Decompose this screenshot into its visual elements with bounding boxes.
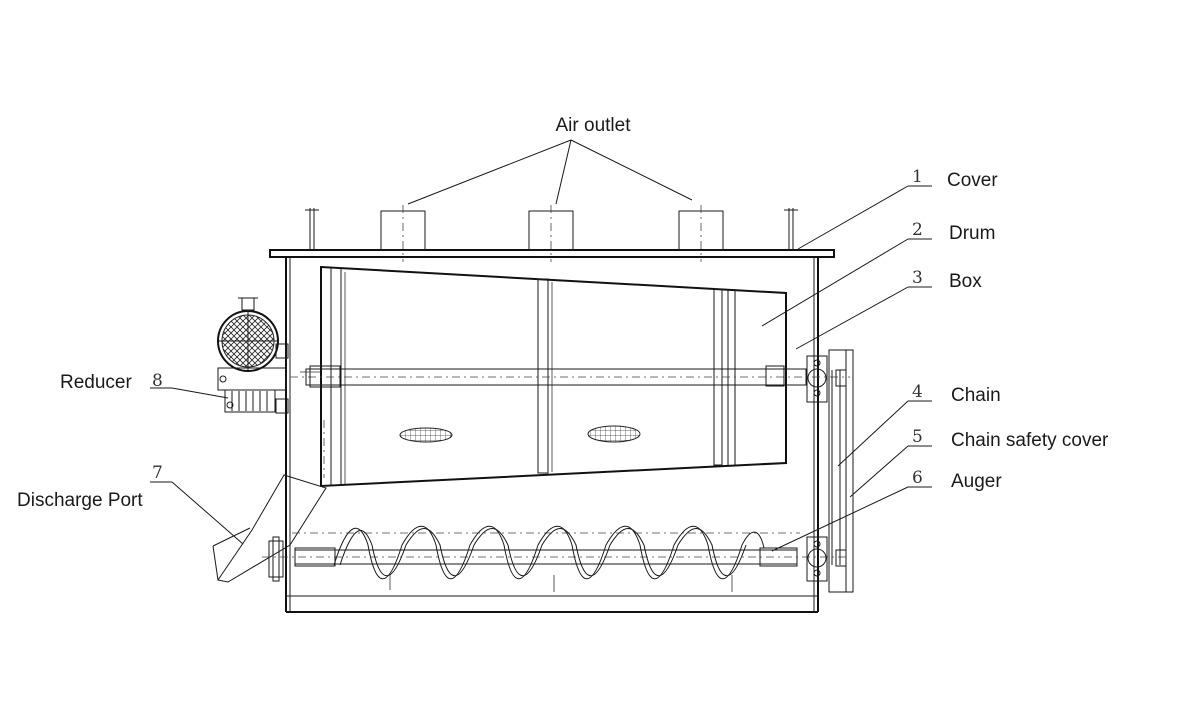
part-name-reducer: Reducer [60, 372, 132, 393]
part-number-2: 2 [912, 220, 923, 240]
part-leaders [150, 185, 932, 552]
part-number-1: 1 [912, 167, 923, 187]
part-name-auger: Auger [951, 471, 1002, 492]
air-outlet-label: Air outlet [556, 115, 632, 136]
part-name-discharge-port: Discharge Port [17, 490, 143, 511]
discharge-port [212, 474, 327, 583]
box [285, 257, 819, 613]
part-number-8: 8 [152, 371, 163, 391]
part-number-4: 4 [912, 382, 923, 402]
part-number-5: 5 [912, 427, 923, 447]
part-labels: 1 Cover 2 Drum 3 Box 4 Chain 5 Chain saf… [17, 167, 1109, 511]
air-outlet-pipes [380, 205, 724, 262]
part-name-chain-safety-cover: Chain safety cover [951, 430, 1109, 451]
part-number-6: 6 [912, 468, 923, 488]
part-number-7: 7 [152, 463, 163, 483]
part-name-drum: Drum [949, 223, 995, 244]
auger [262, 525, 850, 592]
part-name-box: Box [949, 271, 982, 292]
reducer [217, 297, 289, 414]
chain-safety-cover [828, 349, 854, 593]
part-name-cover: Cover [947, 170, 998, 191]
drum-shaft [290, 365, 850, 388]
part-name-chain: Chain [951, 385, 1001, 406]
part-number-3: 3 [912, 268, 923, 288]
chain [806, 355, 847, 582]
air-outlet-leaders [407, 139, 693, 205]
drum [320, 265, 787, 488]
